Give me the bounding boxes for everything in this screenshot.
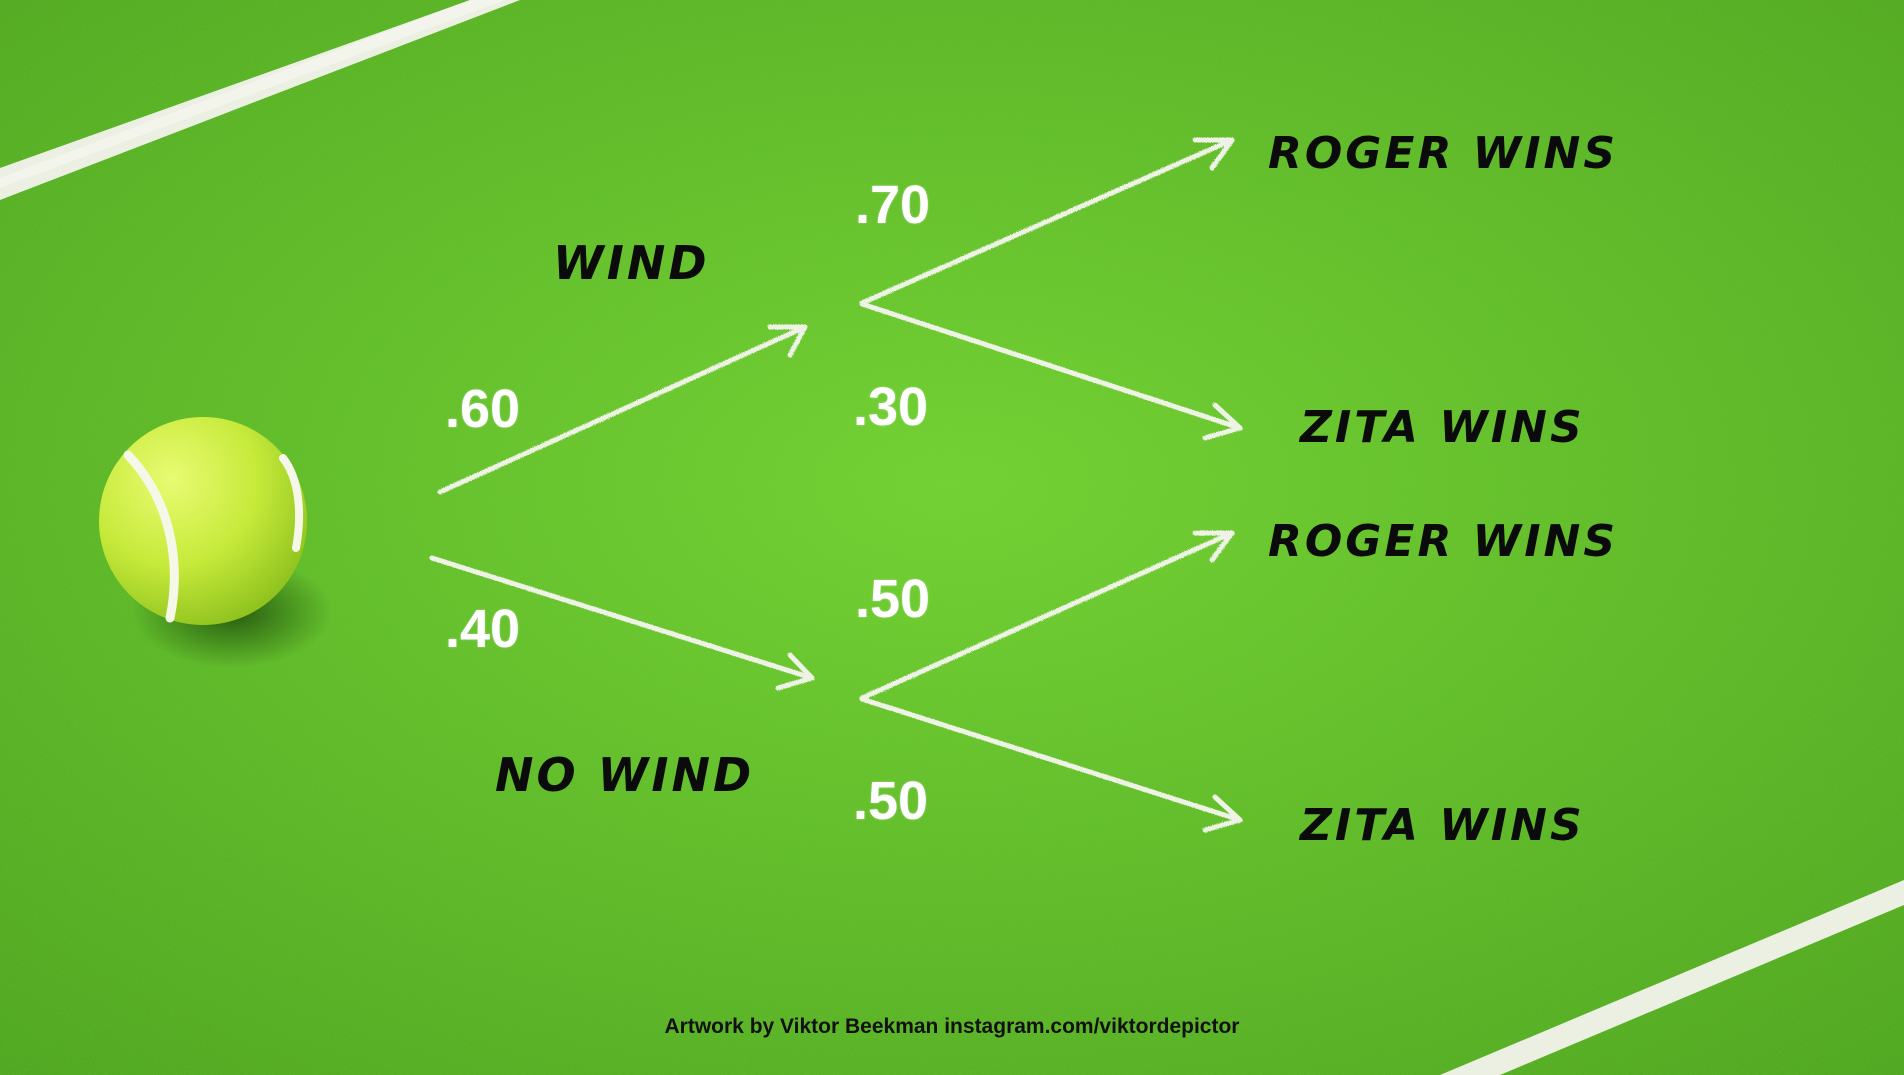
prob-nowind-roger: .50 [855, 569, 931, 629]
tree-arrows [429, 137, 1243, 833]
outcome-label-wind-roger: ROGER WINS [1268, 128, 1619, 179]
prob-wind-roger: .70 [855, 175, 931, 235]
arrow-wind-to-zita [859, 301, 1243, 441]
outcome-label-wind-zita: ZITA WINS [1300, 402, 1585, 453]
tennis-ball-icon [99, 417, 307, 625]
artwork-credit: Artwork by Viktor Beekman instagram.com/… [664, 1015, 1240, 1038]
arrow-to-wind [437, 324, 808, 495]
node-label-no-wind: NO WIND [495, 748, 755, 802]
arrow-nowind-to-zita [859, 696, 1243, 833]
arrow-to-no-wind [429, 555, 815, 691]
prob-nowind-zita: .50 [853, 771, 929, 831]
prob-wind: .60 [445, 379, 521, 439]
outcome-label-nowind-zita: ZITA WINS [1300, 800, 1585, 851]
court-line-bottom-right [1440, 880, 1904, 1075]
arrow-nowind-to-roger [859, 530, 1235, 701]
outcome-label-nowind-roger: ROGER WINS [1268, 516, 1619, 567]
prob-wind-zita: .30 [853, 377, 929, 437]
arrow-wind-to-roger [859, 137, 1235, 306]
court-line-top-left-body [0, 0, 520, 200]
node-label-wind: WIND [553, 236, 710, 290]
prob-no-wind: .40 [445, 599, 521, 659]
